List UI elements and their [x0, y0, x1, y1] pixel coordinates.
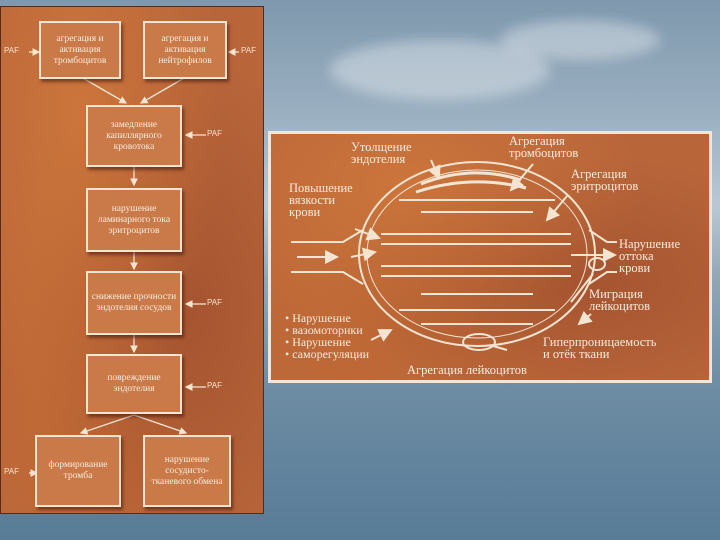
label-vasomotor: • Нарушение • вазомоторики • Нарушение •…	[285, 312, 369, 360]
box-vascular-exchange: нарушение сосудисто-тканевого обмена	[143, 435, 231, 507]
label-leukocyte-aggregation: Агрегация лейкоцитов	[407, 364, 527, 376]
label-leukocyte-migration: Миграция лейкоцитов	[589, 288, 650, 312]
paf-label: PAF	[207, 381, 222, 390]
box-capillary-slowdown: замедление капиллярного кровотока	[86, 105, 182, 167]
box-laminar-flow: нарушение ламинарного тока эритроцитов	[86, 188, 182, 252]
label-permeability: Гиперпроницаемость и отёк ткани	[543, 336, 656, 360]
label-viscosity: Повышение вязкости крови	[289, 182, 353, 218]
label-outflow: Нарушение оттока крови	[619, 238, 680, 274]
label-endothelium-thickening: Утолщение эндотелия	[351, 141, 412, 165]
paf-label: PAF	[241, 46, 256, 55]
label-erythrocyte-aggregation: Агрегация эритроцитов	[571, 168, 638, 192]
label-platelet-aggregation: Агрегация тромбоцитов	[509, 135, 578, 159]
paf-label: PAF	[4, 467, 19, 476]
paf-label: PAF	[207, 298, 222, 307]
box-endothelium-strength: снижение прочности эндотелия сосудов	[86, 271, 182, 335]
box-platelet-aggregation: агрегация и активация тромбоцитов	[39, 21, 121, 79]
paf-label: PAF	[4, 46, 19, 55]
box-thrombus: формирование тромба	[35, 435, 121, 507]
paf-label: PAF	[207, 129, 222, 138]
flowchart-panel: агрегация и активация тромбоцитов агрега…	[0, 6, 264, 514]
box-neutrophil-aggregation: агрегация и активация нейтрофилов	[143, 21, 227, 79]
box-endothelium-damage: повреждение эндотелия	[86, 354, 182, 414]
cloud	[500, 20, 660, 60]
microcirculation-panel: Утолщение эндотелия Агрегация тромбоцито…	[268, 131, 712, 383]
